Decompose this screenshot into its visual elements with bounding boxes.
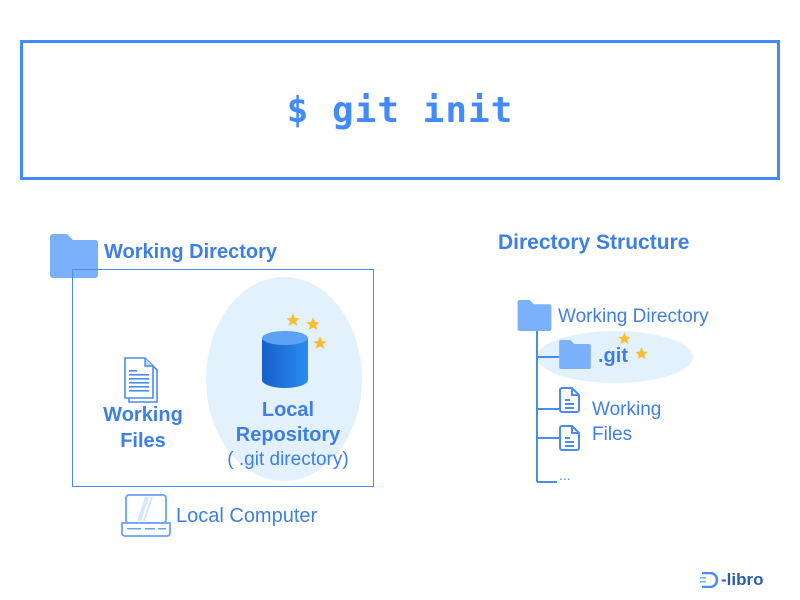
file-icon <box>559 425 581 451</box>
logo-text: -libro <box>721 570 764 589</box>
git-folder-label: .git <box>598 345 628 367</box>
directory-structure-title: Directory Structure <box>498 231 690 254</box>
local-repository-label: Local Repository <box>235 399 341 446</box>
working-directory-box <box>72 269 374 487</box>
tree-root-label: Working Directory <box>558 306 709 327</box>
star-icon <box>305 316 321 332</box>
command-box: $ git init <box>20 40 780 180</box>
star-icon <box>285 312 301 328</box>
tree-branch-more <box>537 481 557 483</box>
command-text: $ git init <box>286 89 514 131</box>
star-icon <box>617 331 632 346</box>
tree-branch-file1 <box>537 408 559 410</box>
database-icon <box>261 330 309 390</box>
d-libro-logo: -libro <box>700 570 764 590</box>
tree-branch-file2 <box>537 437 559 439</box>
folder-icon <box>50 234 98 283</box>
file-icon <box>559 387 581 413</box>
tree-trunk-line <box>536 326 538 482</box>
tree-working-files-label: Working Files <box>592 399 662 445</box>
tree-more-ellipsis: ... <box>559 467 571 483</box>
document-icon <box>123 357 159 403</box>
local-computer-label: Local Computer <box>176 505 318 527</box>
tree-branch-git <box>537 356 561 358</box>
git-directory-sublabel: ( .git directory) <box>227 449 349 470</box>
folder-icon <box>517 300 552 336</box>
logo-mark-icon <box>700 572 719 588</box>
star-icon <box>634 346 649 361</box>
git-folder-icon <box>559 340 591 374</box>
star-icon <box>312 335 328 351</box>
laptop-icon <box>121 493 171 539</box>
working-files-label: Working Files <box>103 404 183 452</box>
working-directory-label: Working Directory <box>104 241 277 263</box>
